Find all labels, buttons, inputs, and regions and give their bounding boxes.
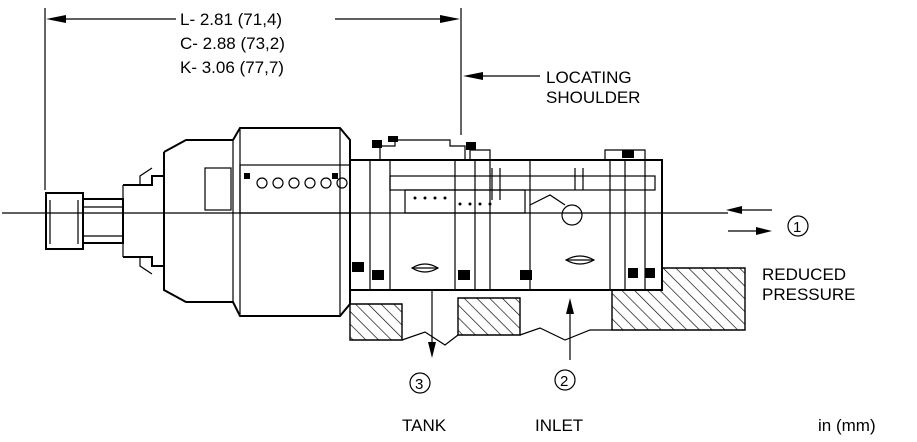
hex-body	[163, 127, 351, 317]
inlet-label: INLET	[535, 416, 583, 435]
units-label: in (mm)	[818, 416, 876, 435]
locating-shoulder-label-1: LOCATING	[546, 68, 632, 87]
port1-number: 1	[793, 219, 801, 236]
port2-arrow	[554, 298, 576, 391]
locating-shoulder-label-2: SHOULDER	[546, 88, 640, 107]
poppet	[410, 194, 596, 273]
spring-coils	[244, 173, 348, 189]
locating-shoulder-leader	[463, 72, 540, 80]
manifold-housing	[349, 267, 746, 346]
reduced-pressure-label-1: REDUCED	[762, 265, 846, 284]
port3-arrow	[409, 290, 436, 394]
cartridge-cage	[349, 136, 663, 291]
tank-label: TANK	[402, 416, 447, 435]
port1-arrows	[726, 206, 809, 237]
reduced-pressure-label-2: PRESSURE	[762, 285, 856, 304]
port3-number: 3	[415, 376, 423, 393]
adjuster-stem	[45, 167, 165, 275]
dimension-K: K- 3.06 (77,7)	[180, 58, 284, 77]
dimension-L: L- 2.81 (71,4)	[180, 10, 282, 29]
length-dimension	[44, 8, 462, 190]
dimension-C: C- 2.88 (73,2)	[180, 34, 285, 53]
port2-number: 2	[560, 373, 568, 390]
